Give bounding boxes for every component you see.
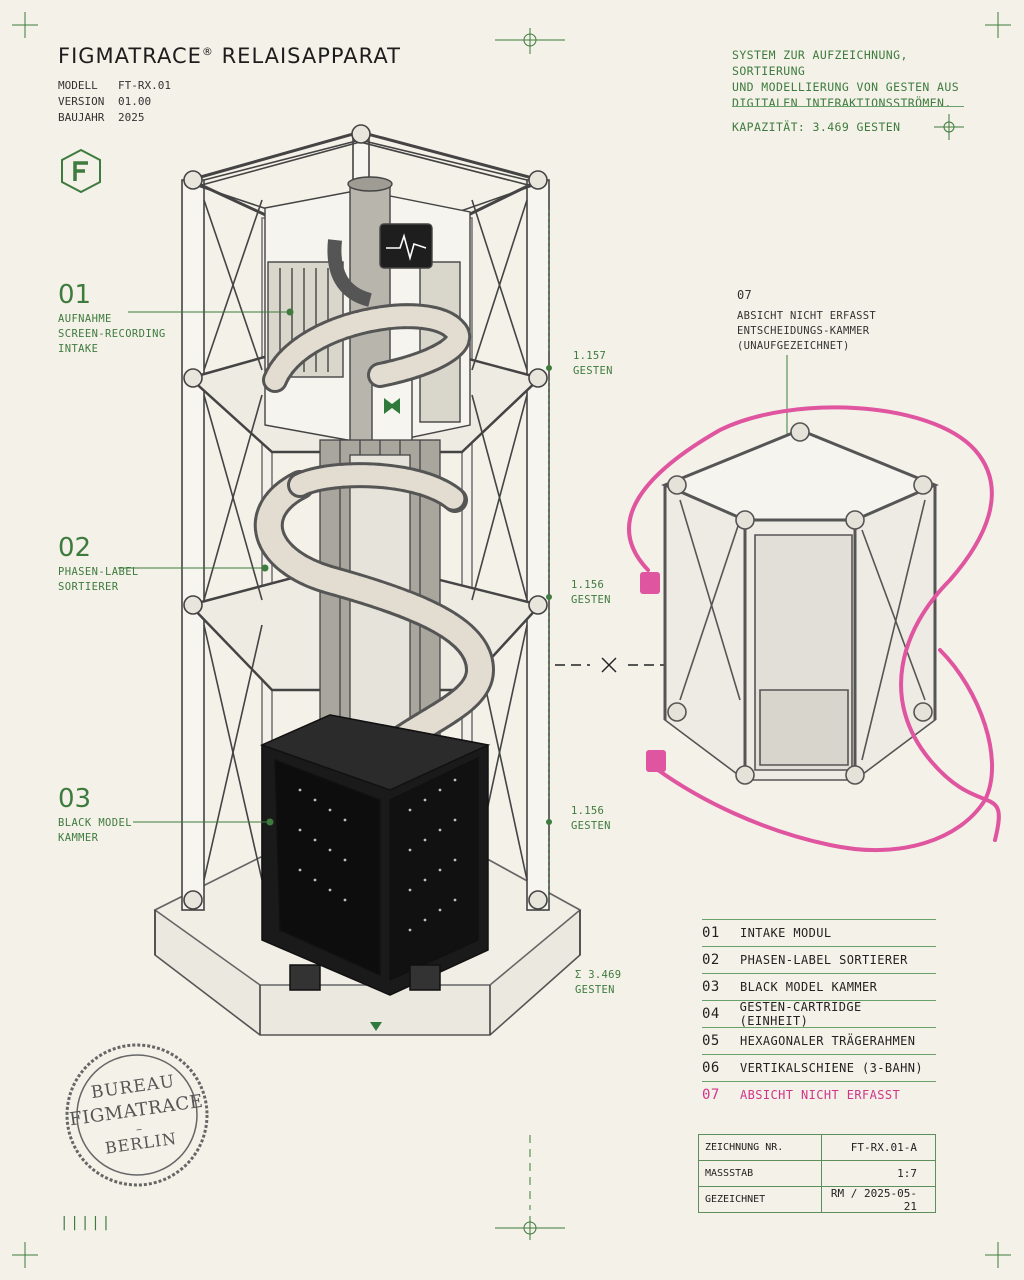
decoupling-link bbox=[555, 657, 665, 673]
capacity-label: KAPAZITÄT: 3.469 GESTEN bbox=[732, 120, 901, 134]
decision-chamber bbox=[661, 422, 939, 785]
crosshair-icon bbox=[985, 12, 1011, 38]
plug-icon bbox=[646, 750, 666, 772]
crosshair-icon bbox=[985, 1242, 1011, 1268]
figmatrace-logo bbox=[61, 148, 101, 194]
black-model-chamber bbox=[259, 714, 491, 996]
bureau-stamp: BUREAU FIGMATRACE – BERLIN bbox=[68, 1071, 205, 1158]
page-title: FIGMATRACE® RELAISAPPARAT bbox=[58, 44, 401, 68]
crosshair-icon bbox=[12, 12, 38, 38]
stamp-rings bbox=[65, 1043, 209, 1187]
helix-tracks bbox=[253, 303, 496, 775]
crosshair-icon bbox=[934, 114, 964, 140]
plug-icon bbox=[640, 572, 660, 594]
pink-cable bbox=[627, 405, 1001, 852]
base-arrow-icon bbox=[370, 1022, 382, 1031]
crosshair-marks bbox=[12, 12, 1011, 1268]
crosshair-icon bbox=[495, 28, 565, 54]
divider bbox=[732, 106, 964, 107]
crosshair-icon bbox=[495, 1216, 565, 1240]
footer-ticks: ||||| bbox=[60, 1215, 113, 1231]
crosshair-icon bbox=[12, 1242, 38, 1268]
sorter-flag-icon bbox=[384, 398, 400, 414]
title-block-row: ZEICHNUNG NR.FT-RX.01-A bbox=[699, 1135, 935, 1161]
callout-leaders bbox=[118, 210, 791, 900]
